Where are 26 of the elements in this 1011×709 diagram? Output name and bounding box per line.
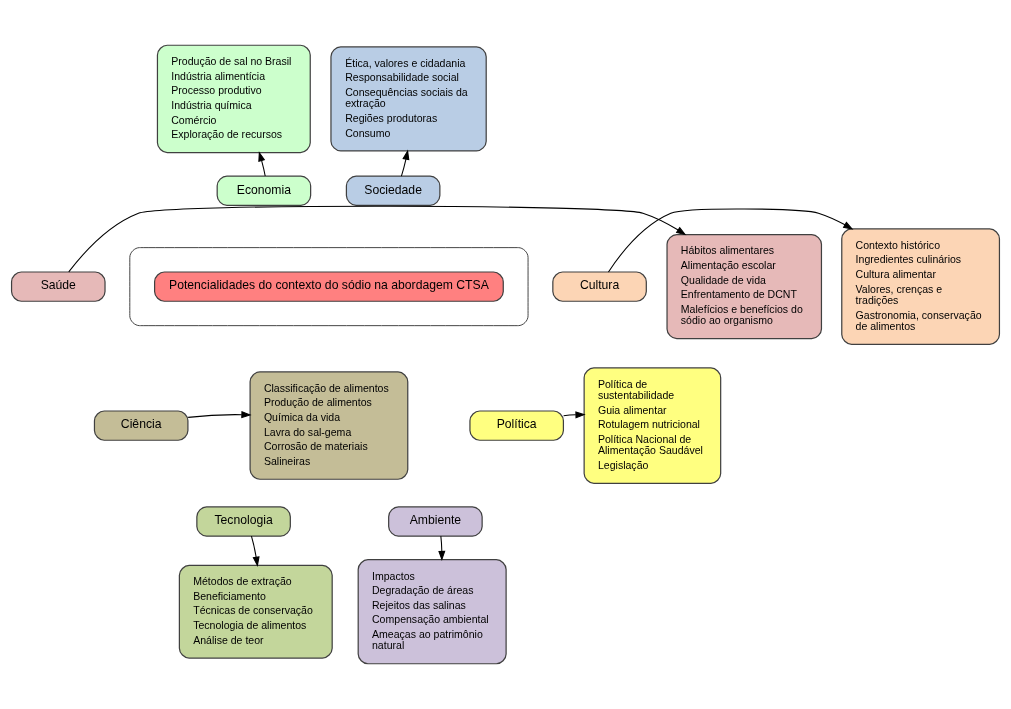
node-box: Classificação de alimentos Produção de alimentos Química da vida Lavra do sal-gema Corrosão de materiais Salineiras <box>249 371 409 480</box>
node-box: Potencialidades do contexto do sódio na abordagem CTSA <box>154 271 504 302</box>
node-box: Ambiente <box>388 506 483 537</box>
node-box: Sociedade <box>345 175 441 206</box>
node-box: Hábitos alimentares Alimentação escolar Qualidade de vida Enfrentamento de DCNT Malefícios e benefícios do sódio ao organismo <box>666 234 823 340</box>
node-box: Saúde <box>10 271 106 302</box>
node-box: Métodos de extração Beneficiamento Técnicas de conservação Tecnologia de alimentos Análise de teor <box>178 564 333 659</box>
node-box: Tecnologia <box>196 506 291 537</box>
node-box: Contexto histórico Ingredientes culinários Cultura alimentar Valores, crenças e tradições Gastronomia, conservação de alimentos <box>841 228 1001 345</box>
arrow <box>563 411 586 419</box>
node-box: Política <box>469 410 564 441</box>
arrow <box>187 411 252 419</box>
node-box: Produção de sal no Brasil Indústria alimentícia Processo produtivo Indústria química Comércio Exploração de recursos <box>156 44 311 154</box>
arrow <box>68 205 687 273</box>
arrow <box>400 149 410 177</box>
node-box: Economia <box>216 175 312 206</box>
arrow <box>250 535 260 567</box>
node-box: Impactos Degradação de áreas Rejeitos das salinas Compensação ambiental Ameaças ao patrimônio natural <box>357 559 507 665</box>
arrow <box>258 151 266 177</box>
node-box: Ética, valores e cidadania Responsabilidade social Consequências sociais da extração Regiões produtoras Consumo <box>330 46 487 152</box>
arrow <box>438 535 446 562</box>
arrow <box>607 208 854 273</box>
node-box: Cultura <box>552 271 647 302</box>
node-box: Política de sustentabilidade Guia alimentar Rotulagem nutricional Política Nacional de Alimentação Saudável Legislação <box>583 367 722 484</box>
node-box: Ciência <box>93 410 189 441</box>
cluster <box>129 247 529 327</box>
